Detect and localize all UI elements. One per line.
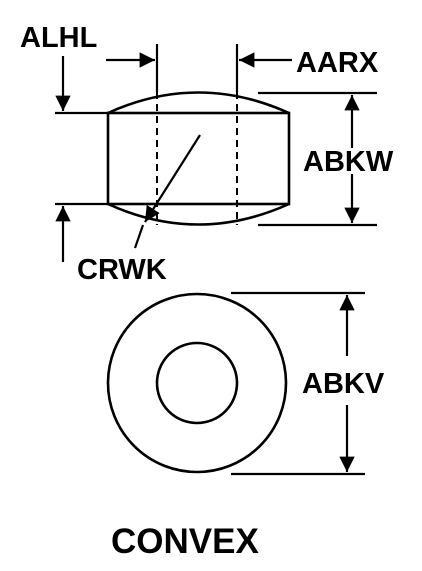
aarx-dimension [106, 44, 292, 92]
side-view [106, 91, 291, 226]
crwk-leader-tail [133, 224, 145, 249]
top-convex-face [107, 91, 290, 115]
outer-circle [106, 292, 288, 474]
crwk-leader [144, 134, 201, 223]
abkv-dimension [231, 291, 365, 476]
alhl-label: ALHL [20, 22, 97, 54]
diagram-title: CONVEX [111, 522, 259, 561]
abkv-label: ABKV [302, 368, 385, 400]
side-view-body [106, 111, 291, 206]
abkw-label: ABKW [303, 146, 394, 178]
bottom-convex-face [107, 202, 290, 226]
alhl-dimension [55, 56, 108, 262]
abkw-dimension [258, 91, 377, 227]
bore-circle [155, 341, 239, 425]
top-view [106, 292, 288, 474]
crwk-label: CRWK [77, 254, 167, 286]
aarx-label: AARX [296, 47, 379, 79]
